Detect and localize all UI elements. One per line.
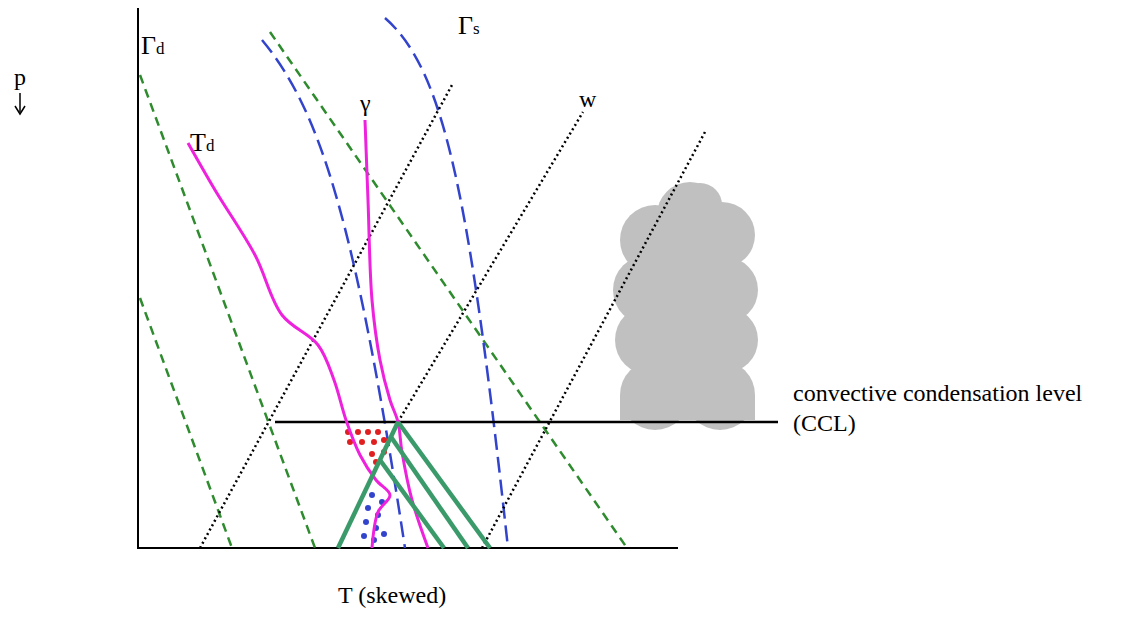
axis-label: p <box>14 62 26 92</box>
parcel-hatch <box>338 422 490 548</box>
curve-label: Γd <box>141 30 165 63</box>
level-label: convective condensation level (CCL) <box>793 378 1133 438</box>
curve-label: Γs <box>458 10 480 43</box>
ccl-line <box>275 422 778 423</box>
magenta-profiles <box>188 120 428 548</box>
curve-label: γ <box>360 88 371 118</box>
cloud <box>613 182 758 430</box>
axes <box>15 8 678 549</box>
mixing-ratio-lines <box>200 85 705 548</box>
temperature-profile <box>188 143 390 548</box>
curve-label: w <box>579 84 596 114</box>
axis-label: T (skewed) <box>338 580 446 610</box>
curve-label: Td <box>190 127 214 160</box>
dry-adiabats <box>140 32 627 548</box>
moist-adiabats <box>262 18 508 548</box>
